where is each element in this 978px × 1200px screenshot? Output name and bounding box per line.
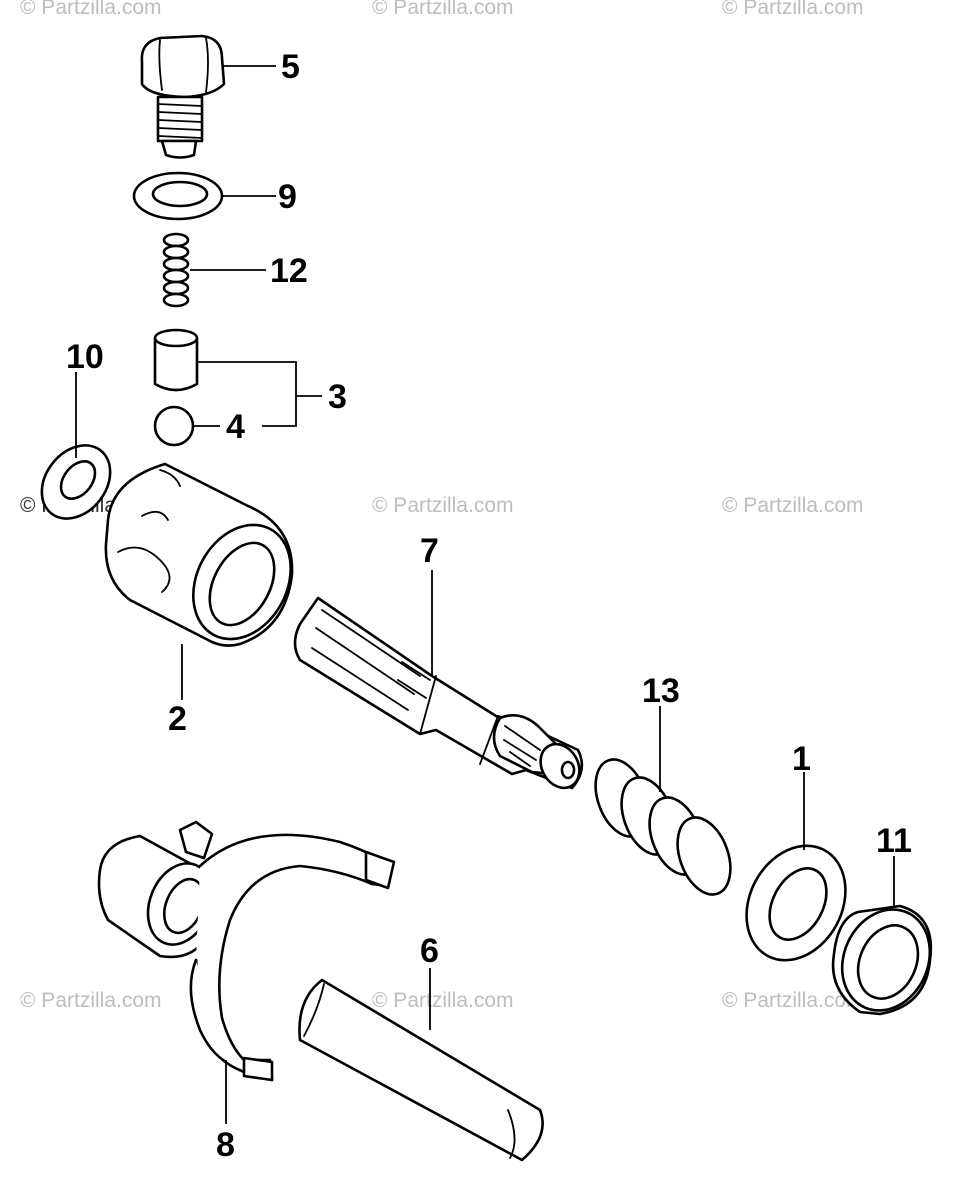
watermark-bottom-center: © Partzilla.com <box>372 989 514 1012</box>
part-5-plug-bolt <box>140 34 226 159</box>
part-3-detent-pin <box>153 328 199 392</box>
callout-10: 10 <box>66 338 104 376</box>
part-7-shift-shaft <box>293 596 584 790</box>
leader-lines <box>75 65 895 1124</box>
part-8-shift-fork <box>97 820 396 1082</box>
callout-1: 1 <box>792 740 811 778</box>
callout-6: 6 <box>420 932 439 970</box>
callout-3: 3 <box>328 378 347 416</box>
part-2-shift-cam <box>104 462 294 647</box>
callout-8: 8 <box>216 1126 235 1164</box>
callout-labels: 5 9 12 10 3 4 7 2 13 1 11 6 8 <box>66 48 912 1164</box>
callout-13: 13 <box>642 672 680 710</box>
part-11-bushing <box>831 904 933 1016</box>
part-9-washer <box>132 171 224 221</box>
callout-4: 4 <box>226 408 245 446</box>
watermark-bottom-left: © Partzilla.com <box>20 989 162 1012</box>
watermark-mid-center: © Partzilla.com <box>372 494 514 517</box>
watermark-top-center: © Partzilla.com <box>372 0 514 19</box>
callout-2: 2 <box>168 700 187 738</box>
part-12-spring <box>162 232 190 308</box>
callout-9: 9 <box>278 178 297 216</box>
callout-12: 12 <box>270 252 308 290</box>
watermark-top-left: © Partzilla.com <box>20 0 162 19</box>
watermark-bottom-right: © Partzilla.com <box>722 989 864 1012</box>
part-13-coil-spring <box>594 758 732 896</box>
watermark-top-right: © Partzilla.com <box>722 0 864 19</box>
callout-5: 5 <box>281 48 300 86</box>
part-4-ball <box>153 405 195 447</box>
part-10-washer <box>40 444 112 520</box>
watermark-mid-right: © Partzilla.com <box>722 494 864 517</box>
part-1-washer <box>745 844 847 962</box>
callout-11: 11 <box>876 822 912 860</box>
callout-7: 7 <box>420 532 439 570</box>
part-6-fork-shaft <box>298 978 544 1162</box>
